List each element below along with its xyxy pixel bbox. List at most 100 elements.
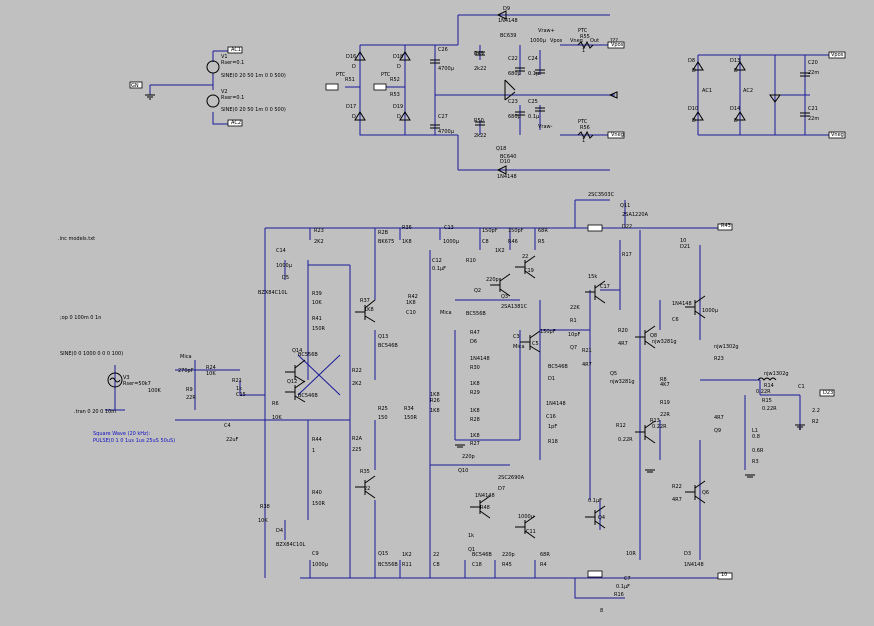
amp-label-8: R41 — [312, 316, 322, 322]
amp-label-101: 1N4148 — [546, 401, 566, 407]
amp-label-167: R15 — [762, 398, 772, 404]
amp-label-41: R2B — [378, 230, 389, 236]
amp-label-28: 1 — [312, 448, 315, 454]
amp-label-59: C12 — [432, 258, 442, 264]
amp-label-27: R44 — [312, 437, 322, 443]
v2-wave: SINE(0 20 50 1m 0 0 500) — [221, 107, 286, 113]
supply-label-22: R50 — [474, 118, 484, 124]
amp-label-126: C8 — [433, 562, 440, 568]
supply-label-19: 4700µ — [438, 129, 455, 135]
amp-label-149: R8 — [660, 377, 667, 383]
amp-label-180: D3 — [684, 551, 691, 557]
bridge2-label-10: C21 — [808, 106, 818, 112]
amp-label-58: 1000µ — [443, 239, 460, 245]
amp-label-91: R26 — [430, 398, 440, 404]
amp-label-31: R38 — [260, 504, 270, 510]
amp-label-141: R20 — [618, 328, 628, 334]
amp-label-165: R14 — [764, 383, 774, 389]
amp-label-143: Q8 — [650, 333, 657, 339]
amp-label-178: R16 — [614, 592, 624, 598]
pulse-directive: PULSE(0 1 0 1us 1us 25uS 50uS) — [93, 438, 175, 444]
supply-label-6: R52 — [390, 77, 400, 83]
amp-label-3: BZX84C10L — [258, 290, 287, 296]
amp-label-150: 4K7 — [660, 382, 670, 388]
amp-label-1: 1000µ — [276, 263, 293, 269]
amp-label-80: R47 — [470, 330, 480, 336]
amp-label-52: 22 — [364, 486, 370, 492]
amp-label-10: Q14 — [292, 348, 302, 354]
supply-label-11: D19 — [393, 104, 403, 110]
amp-label-36: 1000µ — [312, 562, 329, 568]
amp-label-125: 22 — [433, 552, 439, 558]
amp-label-183: 10 — [721, 572, 727, 578]
supply-label-45: Vpos — [611, 42, 624, 48]
bridge2-label-9: 22m — [808, 70, 819, 76]
v1-name: V1 — [221, 54, 228, 60]
amp-label-90: 1K8 — [430, 392, 440, 398]
amp-label-139: C6 — [672, 317, 679, 323]
amp-label-42: BK675 — [378, 239, 394, 245]
amp-label-87: R28 — [470, 417, 480, 423]
supply-label-44: 1 — [582, 138, 585, 144]
supply-label-27: 680µ — [508, 114, 522, 120]
amp-label-158: 4R7 — [672, 497, 682, 503]
bridge2-label-4: D — [692, 68, 696, 74]
amp-labels: C141000µD5BZX84C10LR232K2R3910KR41150RQ1… — [178, 38, 833, 614]
supply-label-47: Vraw+ — [538, 28, 555, 34]
amp-label-176: C7 — [624, 576, 631, 582]
supply-label-28: C24 — [528, 56, 538, 62]
supply-label-1: AC2 — [231, 120, 241, 126]
amp-label-0: C14 — [276, 248, 286, 254]
amp-label-43: R37 — [360, 298, 370, 304]
amp-label-102: C16 — [546, 414, 556, 420]
amp-label-67: 150pF — [508, 228, 524, 234]
amp-label-19: 10K — [206, 371, 216, 377]
amp-label-151: R19 — [660, 400, 670, 406]
amp-label-14: R6 — [272, 401, 279, 407]
amp-label-128: C11 — [526, 529, 536, 535]
amp-label-132: Q11 — [620, 203, 630, 209]
v2-rser: Rser=0.1 — [221, 95, 244, 101]
amp-label-38: 2K2 — [352, 381, 362, 387]
amp-label-131: 2SC3503C — [588, 192, 615, 198]
amp-label-109: 220p — [462, 454, 475, 460]
amp-label-134: D22 — [622, 224, 632, 230]
amp-label-111: 2SC2690A — [498, 475, 525, 481]
supply-label-17: 4700µ — [438, 66, 455, 72]
amp-label-99: BC546B — [548, 364, 568, 370]
amp-label-189: Out — [590, 38, 599, 44]
supply-label-10: D18 — [393, 54, 403, 60]
amp-label-76: Q3 — [501, 294, 508, 300]
amp-label-9: 150R — [312, 326, 326, 332]
amp-label-119: 220p — [502, 552, 515, 558]
amp-label-68: R46 — [508, 239, 518, 245]
amp-label-97: 10pF — [568, 332, 581, 338]
amp-label-81: D6 — [470, 339, 477, 345]
bridge2-label-8: C20 — [808, 60, 818, 66]
amp-label-166: 0.22R — [756, 389, 771, 395]
amp-label-85: R29 — [470, 390, 480, 396]
amp-label-39: R2A — [352, 436, 363, 442]
amp-label-179: 8 — [600, 608, 603, 614]
amp-label-103: 1pF — [548, 424, 557, 430]
amp-label-144: njw3281g — [652, 339, 677, 345]
v3-rser: Rser=50k7 — [123, 381, 151, 387]
amplifier-section — [105, 199, 835, 599]
amp-label-54: BC556B — [378, 562, 398, 568]
amp-label-23: Mica — [180, 354, 192, 360]
amp-label-20: R21 — [232, 378, 242, 384]
amp-label-71: 1K2 — [495, 248, 505, 254]
amp-label-190: ??? — [610, 38, 618, 44]
amp-label-160: njw1302g — [714, 344, 739, 350]
amp-label-118: C18 — [472, 562, 482, 568]
amp-label-107: 15k — [588, 274, 597, 280]
supply-label-42: PTC — [578, 119, 588, 125]
bridge2-label-3: D14 — [730, 106, 740, 112]
amp-label-29: R40 — [312, 490, 322, 496]
amp-label-169: L1 — [752, 428, 758, 434]
supply-label-16: C26 — [438, 47, 448, 53]
v2-name: V2 — [221, 89, 228, 95]
amp-label-61: R42 — [408, 294, 418, 300]
amp-label-153: R12 — [616, 423, 626, 429]
